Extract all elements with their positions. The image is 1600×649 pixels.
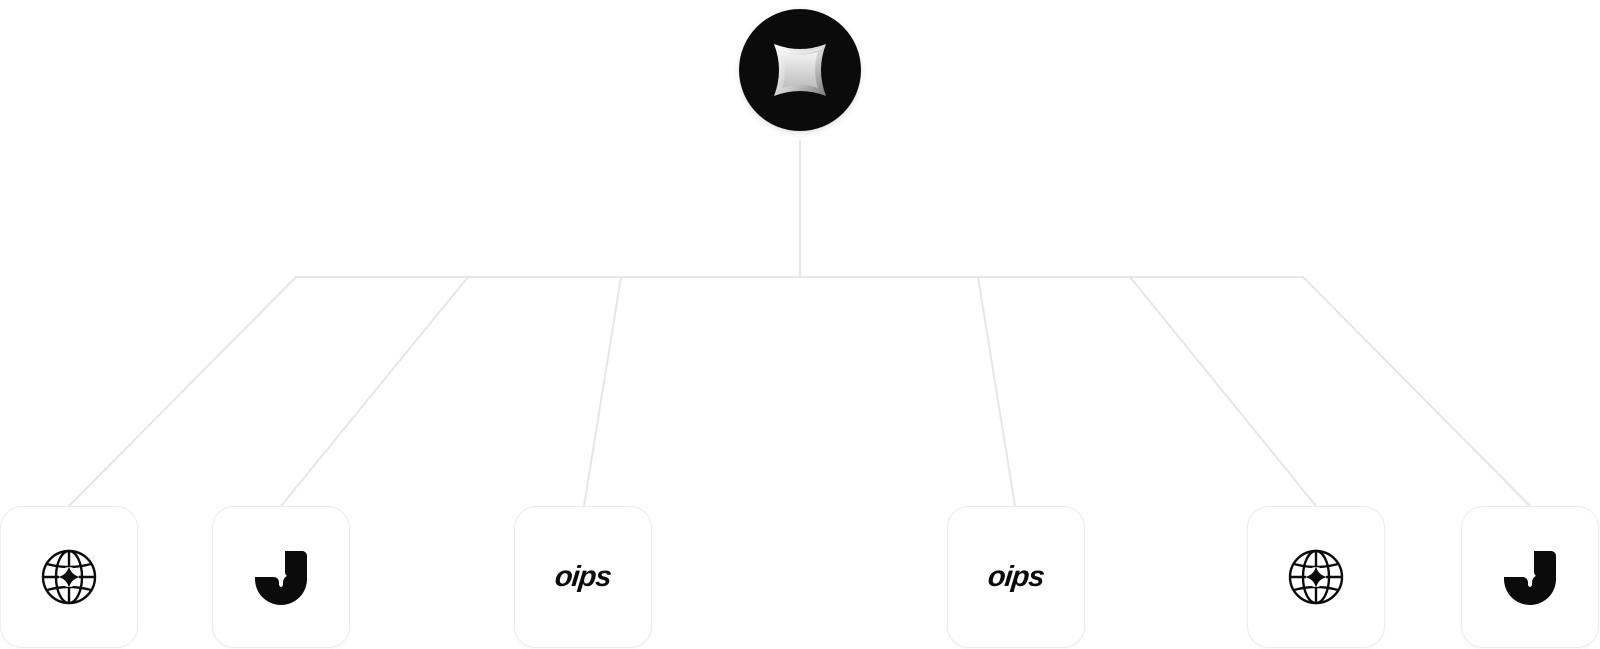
connector-to-node-6	[1302, 276, 1531, 507]
j-drop-logo-icon	[1502, 549, 1558, 605]
integration-node-2[interactable]	[212, 506, 350, 648]
globe-sparkle-icon	[41, 549, 97, 605]
integration-node-4[interactable]: oips	[947, 506, 1085, 648]
connector-to-node-2	[280, 276, 469, 507]
j-drop-logo-icon	[253, 549, 309, 605]
integration-node-6[interactable]	[1461, 506, 1599, 648]
connector-to-node-4	[977, 276, 1016, 507]
connector-to-node-3	[583, 276, 622, 507]
globe-sparkle-icon	[1288, 549, 1344, 605]
hub-node	[739, 9, 861, 131]
oips-wordmark: oips	[553, 560, 613, 593]
four-point-star-square-icon	[774, 44, 826, 96]
integration-node-3[interactable]: oips	[514, 506, 652, 648]
connector-to-node-5	[1129, 276, 1317, 507]
connector-to-node-1	[68, 276, 297, 507]
integration-node-5[interactable]	[1247, 506, 1385, 648]
integration-node-1[interactable]	[0, 506, 138, 648]
oips-wordmark: oips	[986, 560, 1046, 593]
